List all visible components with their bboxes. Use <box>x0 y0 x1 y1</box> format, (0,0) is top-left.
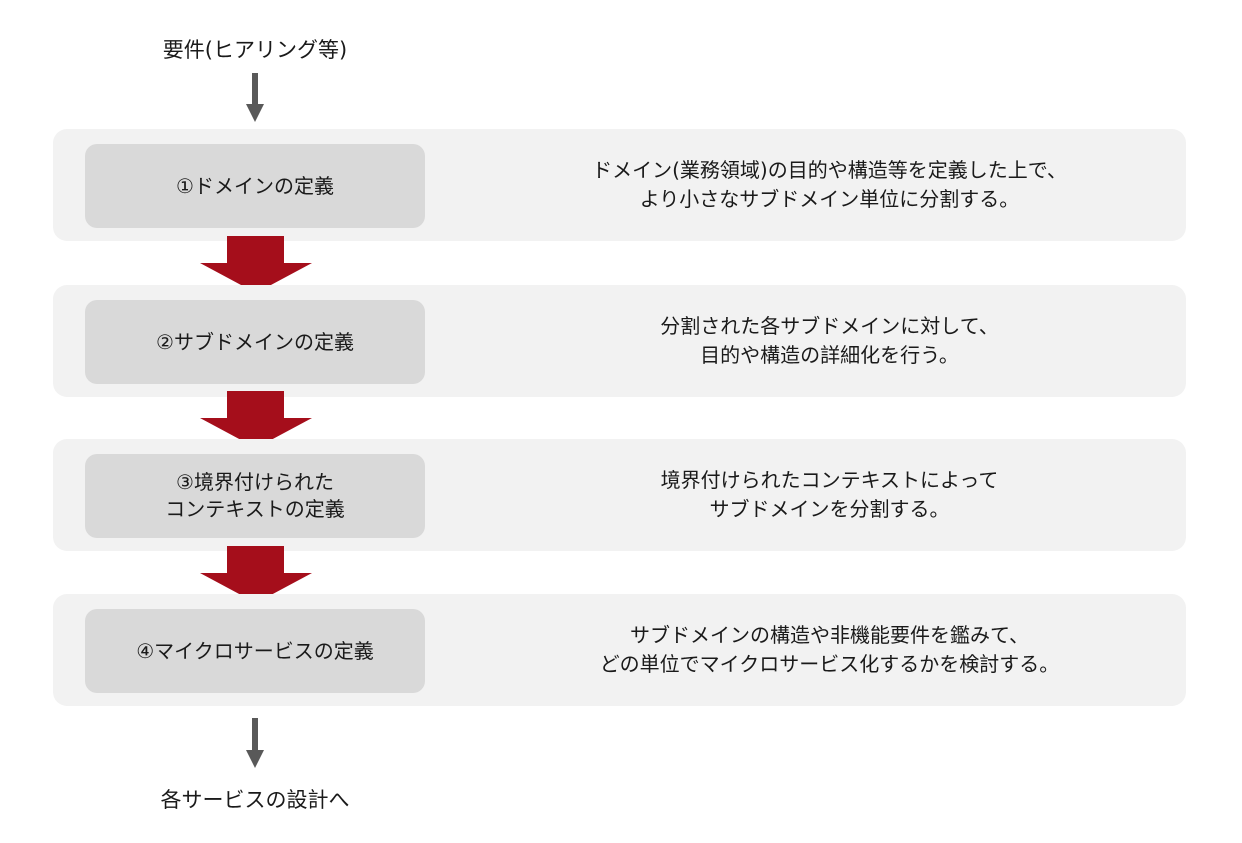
step-description-4: サブドメインの構造や非機能要件を鑑みて、 どの単位でマイクロサービス化するかを検… <box>599 623 1060 676</box>
red-down-arrow-icon <box>200 391 312 448</box>
step-description-2: 分割された各サブドメインに対して、 目的や構造の詳細化を行う。 <box>660 314 999 367</box>
step-title-2: ②サブドメインの定義 <box>85 300 425 384</box>
step-panel-1: ①ドメインの定義 ドメイン(業務領域)の目的や構造等を定義した上で、 より小さな… <box>53 129 1186 241</box>
red-down-arrow-icon <box>200 546 312 603</box>
step-title-4: ④マイクロサービスの定義 <box>85 609 425 693</box>
step-panel-3: ③境界付けられた コンテキストの定義 境界付けられたコンテキストによって サブド… <box>53 439 1186 551</box>
gray-down-arrow-icon <box>246 73 264 122</box>
step-description-1: ドメイン(業務領域)の目的や構造等を定義した上で、 より小さなサブドメイン単位に… <box>592 158 1067 211</box>
step-panel-2: ②サブドメインの定義 分割された各サブドメインに対して、 目的や構造の詳細化を行… <box>53 285 1186 397</box>
step-description-3: 境界付けられたコンテキストによって サブドメインを分割する。 <box>660 468 999 521</box>
step-title-3: ③境界付けられた コンテキストの定義 <box>85 454 425 538</box>
red-down-arrow-icon <box>200 236 312 293</box>
start-label: 要件(ヒアリング等) <box>162 38 348 62</box>
step-title-1: ①ドメインの定義 <box>85 144 425 228</box>
gray-down-arrow-icon <box>246 718 264 768</box>
end-label: 各サービスの設計へ <box>160 788 350 812</box>
step-panel-4: ④マイクロサービスの定義 サブドメインの構造や非機能要件を鑑みて、 どの単位でマ… <box>53 594 1186 706</box>
